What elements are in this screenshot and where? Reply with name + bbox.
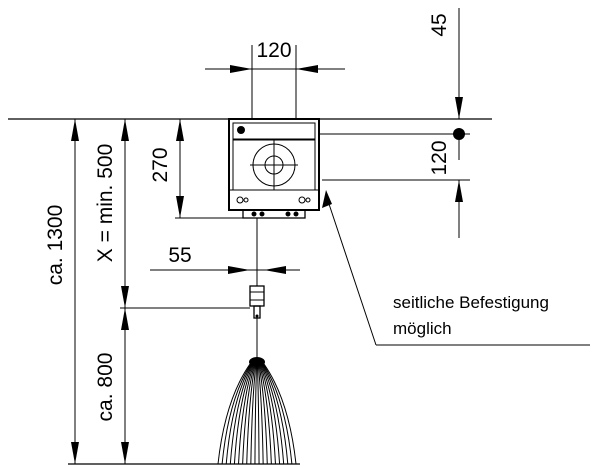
brush-strand: [256, 363, 260, 465]
dim-top-width: 120: [205, 39, 345, 119]
side-mount-note-line2: möglich: [393, 319, 452, 338]
dim-270: 270: [149, 119, 250, 219]
brush-strand: [259, 363, 272, 465]
cable-clamp: [249, 285, 265, 319]
brush-strand: [258, 363, 268, 465]
dim-55-label: 55: [168, 244, 191, 267]
dim-lower: ca. 800: [94, 308, 129, 464]
brush-strand: [242, 363, 255, 465]
brush-strand: [233, 363, 254, 465]
brush-strand: [261, 363, 285, 465]
dim-right-height: 120: [428, 140, 463, 238]
brush-strands: [217, 357, 297, 465]
dim-120-right-label: 120: [428, 140, 451, 175]
brush-strand: [225, 363, 252, 465]
brush-strand: [259, 363, 276, 465]
dim-55: 55: [150, 244, 300, 274]
housing-unit: [228, 118, 320, 219]
brush-strand: [263, 363, 297, 465]
dim-45-label: 45: [428, 13, 451, 36]
side-mount-note-line1: seitliche Befestigung: [393, 293, 549, 312]
dim-120-top-label: 120: [256, 39, 291, 62]
brush-strand: [262, 363, 289, 465]
brush-strand: [254, 363, 258, 465]
brush-strand: [246, 363, 256, 465]
brush-strand: [221, 363, 252, 465]
dim-top-offset: 45: [428, 8, 463, 119]
brush-strand: [262, 363, 293, 465]
side-mount-leader: [322, 190, 590, 346]
dim-x-min: X = min. 500: [94, 119, 250, 309]
brush-strand: [217, 363, 251, 465]
brush-strand: [250, 363, 257, 465]
brush-strand: [257, 363, 264, 465]
brush-strand: [229, 363, 253, 465]
brush-strand: [238, 363, 255, 465]
dim-total-label: ca. 1300: [44, 205, 67, 286]
dim-total: ca. 1300: [44, 119, 79, 464]
dim-270-label: 270: [149, 147, 172, 182]
dim-x-min-label: X = min. 500: [94, 144, 117, 262]
dim-lower-label: ca. 800: [94, 353, 117, 422]
brush-strand: [260, 363, 281, 465]
